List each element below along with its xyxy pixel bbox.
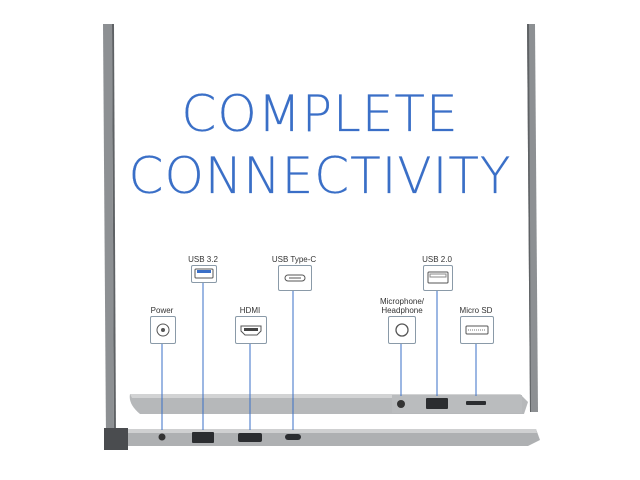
usb-2-0-port-icon: [423, 265, 453, 291]
audio-jack-port-icon: [388, 316, 416, 344]
port-label-usb-2-0: USB 2.0: [422, 255, 452, 264]
port-label-microphone-headphone: Microphone/ Headphone: [379, 297, 425, 315]
headline-line-1: COMPLETE: [181, 85, 459, 143]
port-label-micro-sd: Micro SD: [459, 306, 493, 315]
port-label-usb-3-2: USB 3.2: [188, 255, 218, 264]
port-label-power: Power: [150, 306, 174, 315]
power-port-icon: [150, 316, 176, 344]
port-label-usb-type-c: USB Type-C: [271, 255, 317, 264]
usb-type-c-port-icon: [278, 265, 312, 291]
usb-3-2-port-icon: [191, 265, 217, 283]
hdmi-port-icon: [235, 316, 267, 344]
micro-sd-port-icon: [460, 316, 494, 344]
headline-line-2: CONNECTIVITY: [128, 147, 512, 205]
port-label-hdmi: HDMI: [239, 306, 261, 315]
